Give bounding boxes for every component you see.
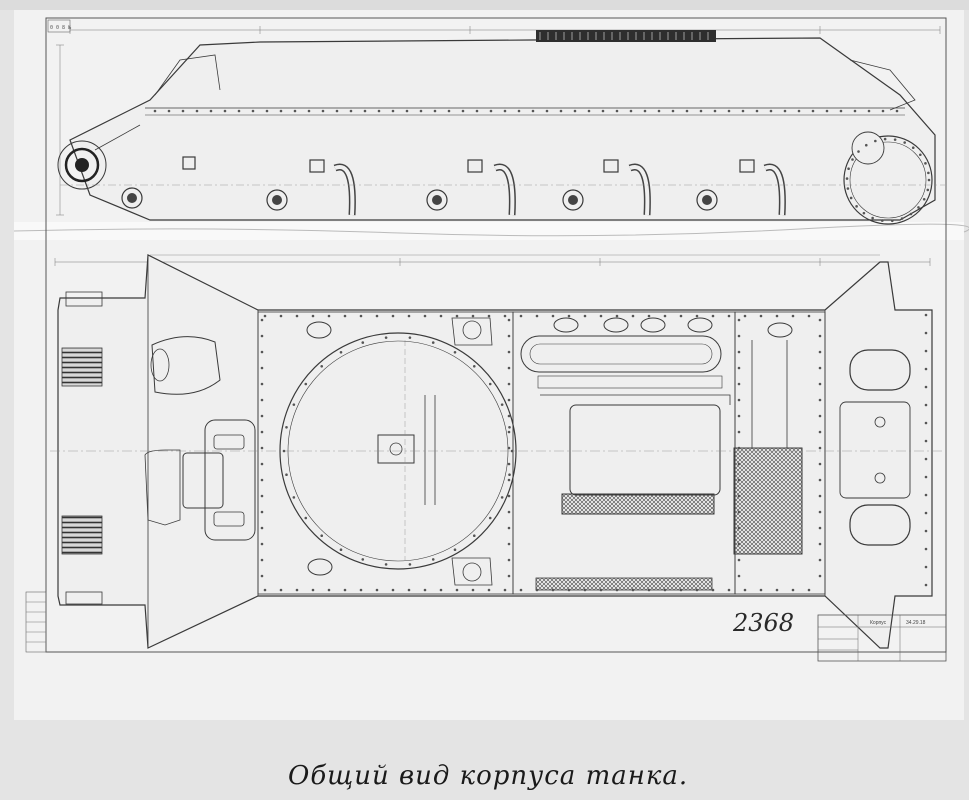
drawing-frame: [45, 17, 947, 653]
caption: Общий вид корпуса танка.: [288, 761, 688, 791]
svg-text:0 0 8 №: 0 0 8 №: [50, 25, 71, 31]
rivet-rows: [153, 109, 931, 592]
title-block-code: 34.29.18: [906, 620, 926, 626]
sheet-number: 2368: [732, 609, 794, 637]
hull-side-view: [56, 26, 945, 225]
hull-top-view: [50, 254, 945, 649]
title-block: Корпус 34.29.18: [817, 614, 947, 662]
title-block-name: Корпус: [870, 620, 887, 626]
caption-strip: [0, 720, 969, 800]
